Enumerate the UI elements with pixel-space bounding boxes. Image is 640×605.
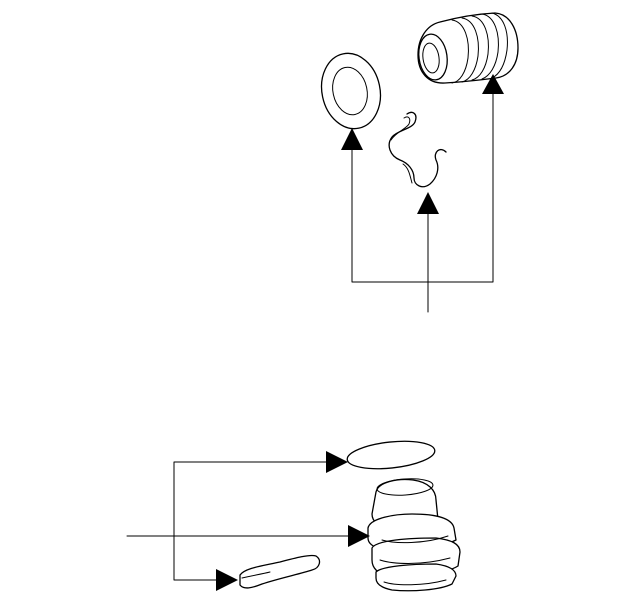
arrowhead-seal-ring	[326, 451, 348, 473]
seal-ring-part	[346, 440, 436, 470]
retaining-clip-part	[388, 111, 447, 188]
pin-part	[239, 554, 321, 589]
bottom-callout-lines	[126, 461, 351, 581]
bushing-part	[367, 478, 461, 592]
top-callout-lines	[351, 91, 494, 313]
arrowhead-boot	[482, 74, 504, 94]
arrowhead-bushing	[348, 525, 370, 547]
arrowhead-pin	[216, 569, 238, 591]
arrowhead-washer	[341, 128, 363, 150]
dust-boot-part	[417, 12, 519, 84]
arrowhead-clip	[417, 192, 439, 214]
washer-part	[320, 52, 382, 130]
